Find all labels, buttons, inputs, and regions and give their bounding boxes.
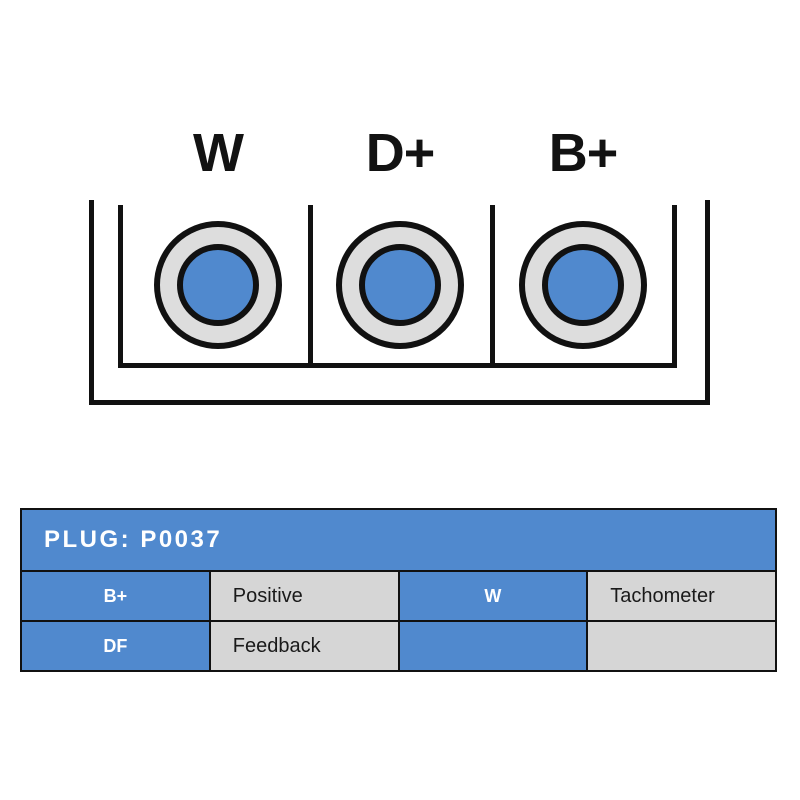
frame-inner-bottom (118, 363, 677, 368)
socket-b-plus-pin (542, 244, 624, 326)
frame-outer-left (89, 200, 94, 405)
pin-label-w: W (193, 123, 244, 183)
socket-w-pin (177, 244, 259, 326)
pin-desc-feedback: Feedback (208, 620, 400, 672)
frame-divider-2 (490, 205, 495, 368)
table-row: DF Feedback (20, 620, 777, 672)
socket-b-plus[interactable] (519, 221, 647, 349)
plug-title: PLUG: P0037 (20, 508, 777, 572)
frame-inner-right (672, 205, 677, 368)
pin-label-b-plus: B+ (548, 123, 619, 183)
connector-diagram: W D+ B+ (89, 123, 710, 405)
pin-code-df: DF (20, 620, 211, 672)
pin-desc-empty (586, 620, 777, 672)
socket-d-plus-pin (359, 244, 441, 326)
table-row: B+ Positive W Tachometer (20, 570, 777, 622)
pin-code-w: W (397, 570, 589, 622)
socket-d-plus[interactable] (336, 221, 464, 349)
frame-outer-bottom (89, 400, 710, 405)
pin-code-b-plus: B+ (20, 570, 211, 622)
frame-divider-1 (308, 205, 313, 368)
frame-inner-left (118, 205, 123, 368)
pin-desc-positive: Positive (208, 570, 400, 622)
table-header-row: PLUG: P0037 (20, 508, 777, 572)
frame-outer-right (705, 200, 710, 405)
socket-w[interactable] (154, 221, 282, 349)
pin-desc-tachometer: Tachometer (586, 570, 777, 622)
pin-label-d-plus: D+ (365, 123, 436, 183)
pin-code-empty (397, 620, 589, 672)
plug-legend-table: PLUG: P0037 B+ Positive W Tachometer DF … (20, 508, 777, 672)
